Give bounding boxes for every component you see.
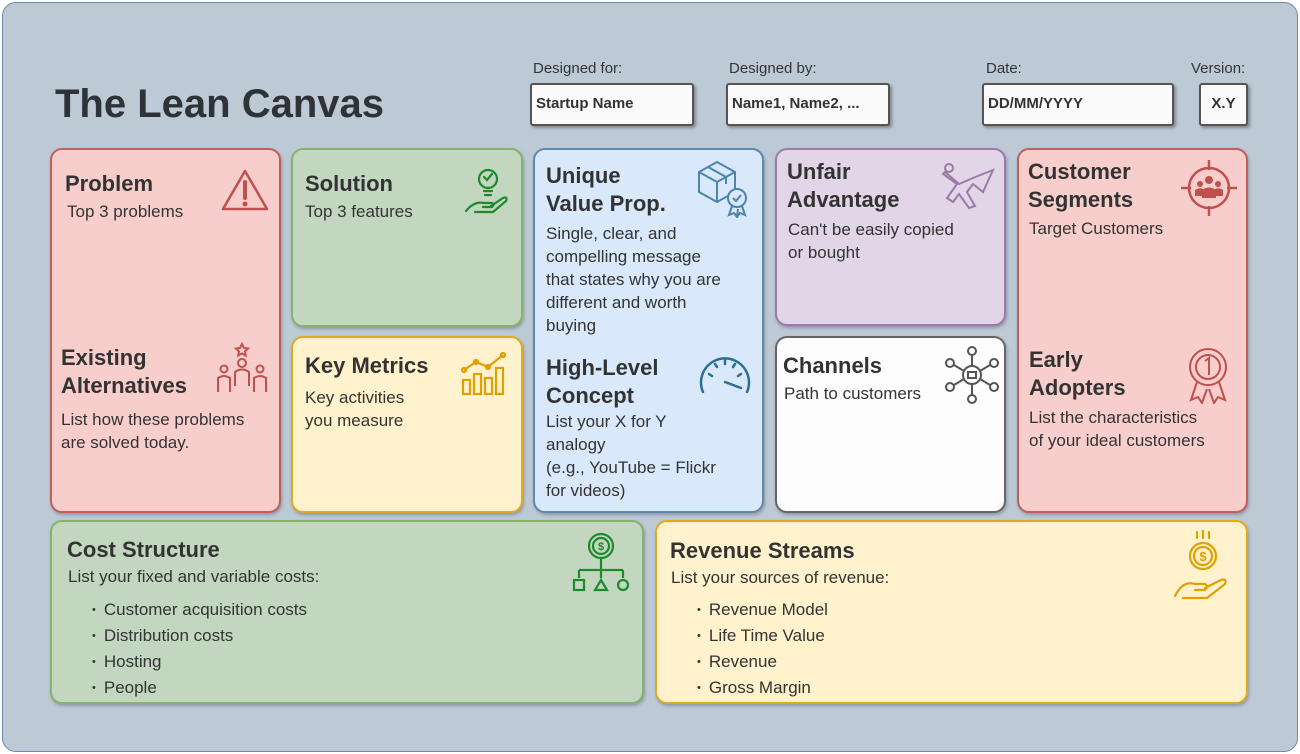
superhero-icon xyxy=(941,163,995,210)
channels-desc: Path to customers xyxy=(784,384,922,403)
designed-for-field[interactable]: Startup Name xyxy=(530,83,694,126)
concept-desc-1: List your X for Y xyxy=(546,412,667,431)
bar-chart-icon xyxy=(460,351,507,396)
concept-title-2: Concept xyxy=(546,383,634,408)
revenue-item: Gross Margin xyxy=(697,676,828,702)
page-title: The Lean Canvas xyxy=(55,82,385,126)
date-field[interactable]: DD/MM/YYYY xyxy=(982,83,1174,126)
unfair-desc-1: Can't be easily copied xyxy=(788,220,954,239)
segments-title-1: Customer xyxy=(1028,159,1131,184)
solution-title: Solution xyxy=(305,171,393,196)
cost-list: Customer acquisition costs Distribution … xyxy=(92,598,307,702)
version-field[interactable]: X.Y xyxy=(1199,83,1248,126)
revenue-desc: List your sources of revenue: xyxy=(671,568,890,587)
box-award-icon xyxy=(698,160,747,218)
revenue-item: Revenue Model xyxy=(697,598,828,624)
problem-card[interactable]: Problem Top 3 problems Existing Alternat… xyxy=(50,148,281,513)
concept-desc-2: analogy xyxy=(546,435,606,454)
cost-title: Cost Structure xyxy=(67,537,220,562)
people-podium-icon xyxy=(217,342,267,392)
cost-structure-card[interactable]: Cost Structure List your fixed and varia… xyxy=(50,520,644,704)
designed-by-label: Designed by: xyxy=(729,60,817,77)
adopters-title-1: Early xyxy=(1029,347,1083,372)
concept-title-1: High-Level xyxy=(546,355,659,380)
unfair-title-2: Advantage xyxy=(787,187,900,212)
key-metrics-card[interactable]: Key Metrics Key activities you measure xyxy=(291,336,523,513)
alternatives-desc-1: List how these problems xyxy=(61,410,245,429)
key-metrics-title: Key Metrics xyxy=(305,353,429,378)
uvp-desc-4: different and worth xyxy=(546,293,687,312)
coin-hand-icon: $ xyxy=(1173,530,1227,600)
unfair-advantage-card[interactable]: Unfair Advantage Can't be easily copied … xyxy=(775,148,1006,326)
designed-by-field[interactable]: Name1, Name2, ... xyxy=(726,83,890,126)
revenue-list: Revenue Model Life Time Value Revenue Gr… xyxy=(697,598,828,702)
revenue-title: Revenue Streams xyxy=(670,538,855,563)
lightbulb-hand-icon xyxy=(464,168,508,214)
uvp-desc-5: buying xyxy=(546,316,597,335)
cost-item: Distribution costs xyxy=(92,624,307,650)
cost-desc: List your fixed and variable costs: xyxy=(68,567,320,586)
channels-card[interactable]: Channels Path to customers xyxy=(775,336,1006,513)
segments-desc: Target Customers xyxy=(1029,219,1164,238)
version-label: Version: xyxy=(1191,60,1246,77)
svg-text:$: $ xyxy=(1199,549,1207,564)
concept-desc-3: (e.g., YouTube = Flickr xyxy=(546,458,716,477)
uvp-desc-2: compelling message xyxy=(546,247,701,266)
alternatives-desc-2: are solved today. xyxy=(61,433,190,452)
problem-title: Problem xyxy=(65,171,154,196)
alternatives-title-2: Alternatives xyxy=(61,373,187,398)
uvp-desc-1: Single, clear, and xyxy=(546,224,677,243)
customer-segments-card[interactable]: Customer Segments Target Customers Early… xyxy=(1017,148,1248,513)
unfair-desc-2: or bought xyxy=(788,243,860,262)
problem-desc: Top 3 problems xyxy=(67,202,184,221)
adopters-desc-1: List the characteristics xyxy=(1029,408,1198,427)
date-label: Date: xyxy=(986,60,1022,77)
uvp-title-1: Unique xyxy=(546,163,621,188)
segments-title-2: Segments xyxy=(1028,187,1134,212)
concept-desc-4: for videos) xyxy=(546,481,626,500)
cost-item: People xyxy=(92,676,307,702)
warning-icon xyxy=(221,169,269,211)
key-metrics-desc-1: Key activities xyxy=(305,388,405,407)
revenue-item: Revenue xyxy=(697,650,828,676)
cost-item: Hosting xyxy=(92,650,307,676)
revenue-streams-card[interactable]: Revenue Streams List your sources of rev… xyxy=(655,520,1248,704)
svg-text:$: $ xyxy=(598,541,604,553)
alternatives-title-1: Existing xyxy=(61,345,147,370)
unique-value-prop-card[interactable]: Unique Value Prop. Single, clear, and co… xyxy=(533,148,764,513)
uvp-desc-3: that states why you are xyxy=(546,270,721,289)
solution-desc: Top 3 features xyxy=(305,202,413,221)
cost-item: Customer acquisition costs xyxy=(92,598,307,624)
first-place-ribbon-icon xyxy=(1189,348,1227,404)
network-icon xyxy=(945,346,999,404)
solution-card[interactable]: Solution Top 3 features xyxy=(291,148,523,327)
designed-for-label: Designed for: xyxy=(533,60,623,77)
adopters-desc-2: of your ideal customers xyxy=(1029,431,1205,450)
speedometer-icon xyxy=(699,357,751,394)
revenue-item: Life Time Value xyxy=(697,624,828,650)
cost-hierarchy-icon: $ xyxy=(572,532,630,592)
channels-title: Channels xyxy=(783,353,883,378)
uvp-title-2: Value Prop. xyxy=(546,191,666,216)
unfair-title-1: Unfair xyxy=(787,159,851,184)
adopters-title-2: Adopters xyxy=(1029,375,1126,400)
key-metrics-desc-2: you measure xyxy=(305,411,404,430)
target-customers-icon xyxy=(1181,160,1237,216)
